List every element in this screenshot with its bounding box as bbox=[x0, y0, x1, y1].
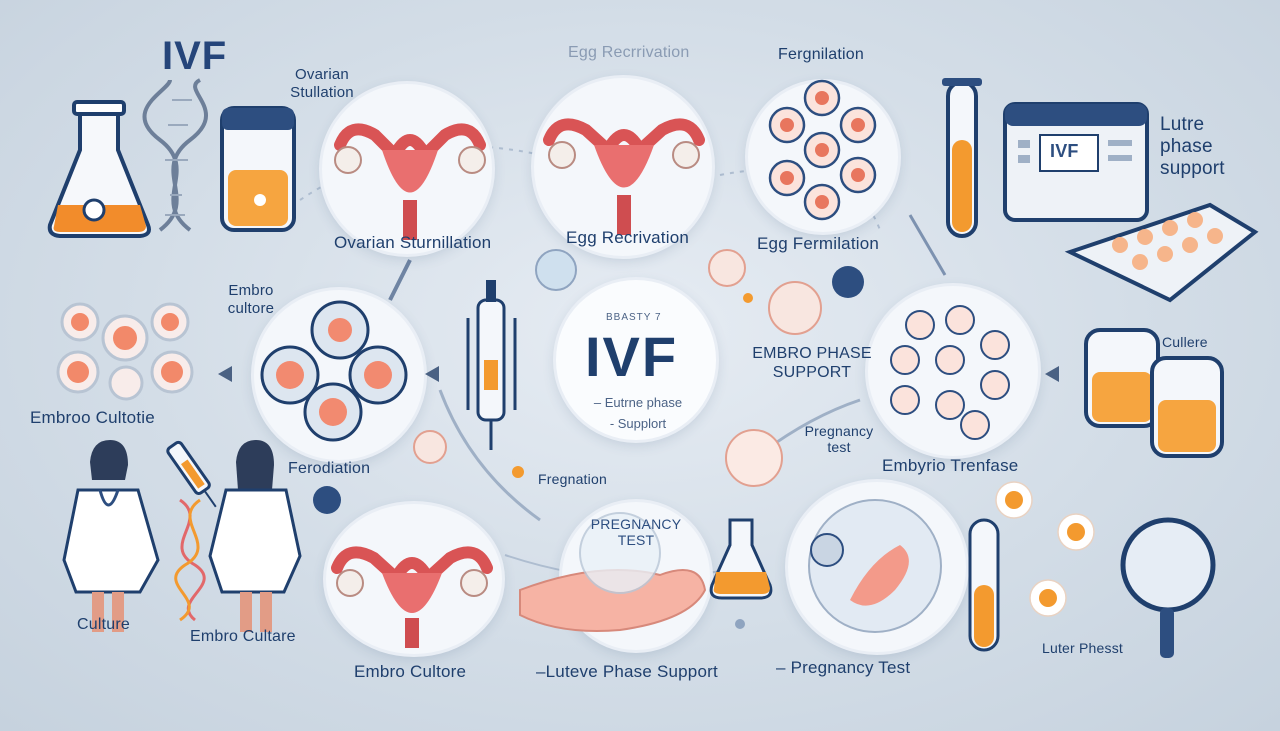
label-embryo-transfer: Embyrio Trenfase bbox=[882, 456, 1019, 475]
label-ovarian-stimulation-small: Ovarian Stullation bbox=[290, 66, 354, 101]
label-luteal-top: Lutre phase support bbox=[1160, 114, 1225, 179]
label-egg-retrieval-top: Egg Recrrivation bbox=[568, 44, 690, 61]
center-small-text: BBASTY 7 bbox=[606, 312, 662, 323]
center-sub-2: - Supplort bbox=[609, 416, 667, 431]
center-ivf-title: IVF bbox=[585, 325, 679, 388]
label-embro-cultare: Embro Cultare bbox=[190, 628, 296, 645]
label-luteve-phase-support: –Luteve Phase Support bbox=[536, 662, 718, 681]
label-embryo-culture-left: Embroo Cultotie bbox=[30, 408, 155, 427]
label-pregnancy-bubble: Pregnancy test bbox=[590, 516, 682, 548]
label-culture-bottom: Culture bbox=[77, 616, 130, 633]
label-embro-cultore-bottom: Embro Cultore bbox=[354, 662, 467, 681]
center-ivf-circle bbox=[556, 280, 716, 440]
label-pregnancy-small: Pregnancy test bbox=[804, 423, 874, 455]
page-title: IVF bbox=[162, 34, 228, 78]
monitor-text: IVF bbox=[1050, 141, 1079, 161]
label-egg-retrieval: Egg Recrivation bbox=[566, 228, 690, 247]
label-egg-fertilization: Egg Fermilation bbox=[757, 234, 880, 253]
label-embryo-phase-support: Embro phase support bbox=[752, 345, 872, 381]
label-culture-right: Cullere bbox=[1162, 334, 1208, 350]
label-ovarian-stimulation: Ovarian Sturnillation bbox=[334, 233, 492, 252]
label-fregnation: Fregnation bbox=[538, 471, 607, 487]
label-ferodiation: Ferodiation bbox=[288, 460, 371, 477]
label-luter-phase: Luter Phesst bbox=[1042, 640, 1123, 656]
label-embryo-culture-small: Embro cultore bbox=[227, 282, 275, 317]
label-pregnancy-test: – Pregnancy Test bbox=[776, 658, 911, 677]
label-fertilization-top: Fergnilation bbox=[778, 46, 865, 63]
center-sub-1: – Eutrne phase bbox=[593, 395, 683, 410]
